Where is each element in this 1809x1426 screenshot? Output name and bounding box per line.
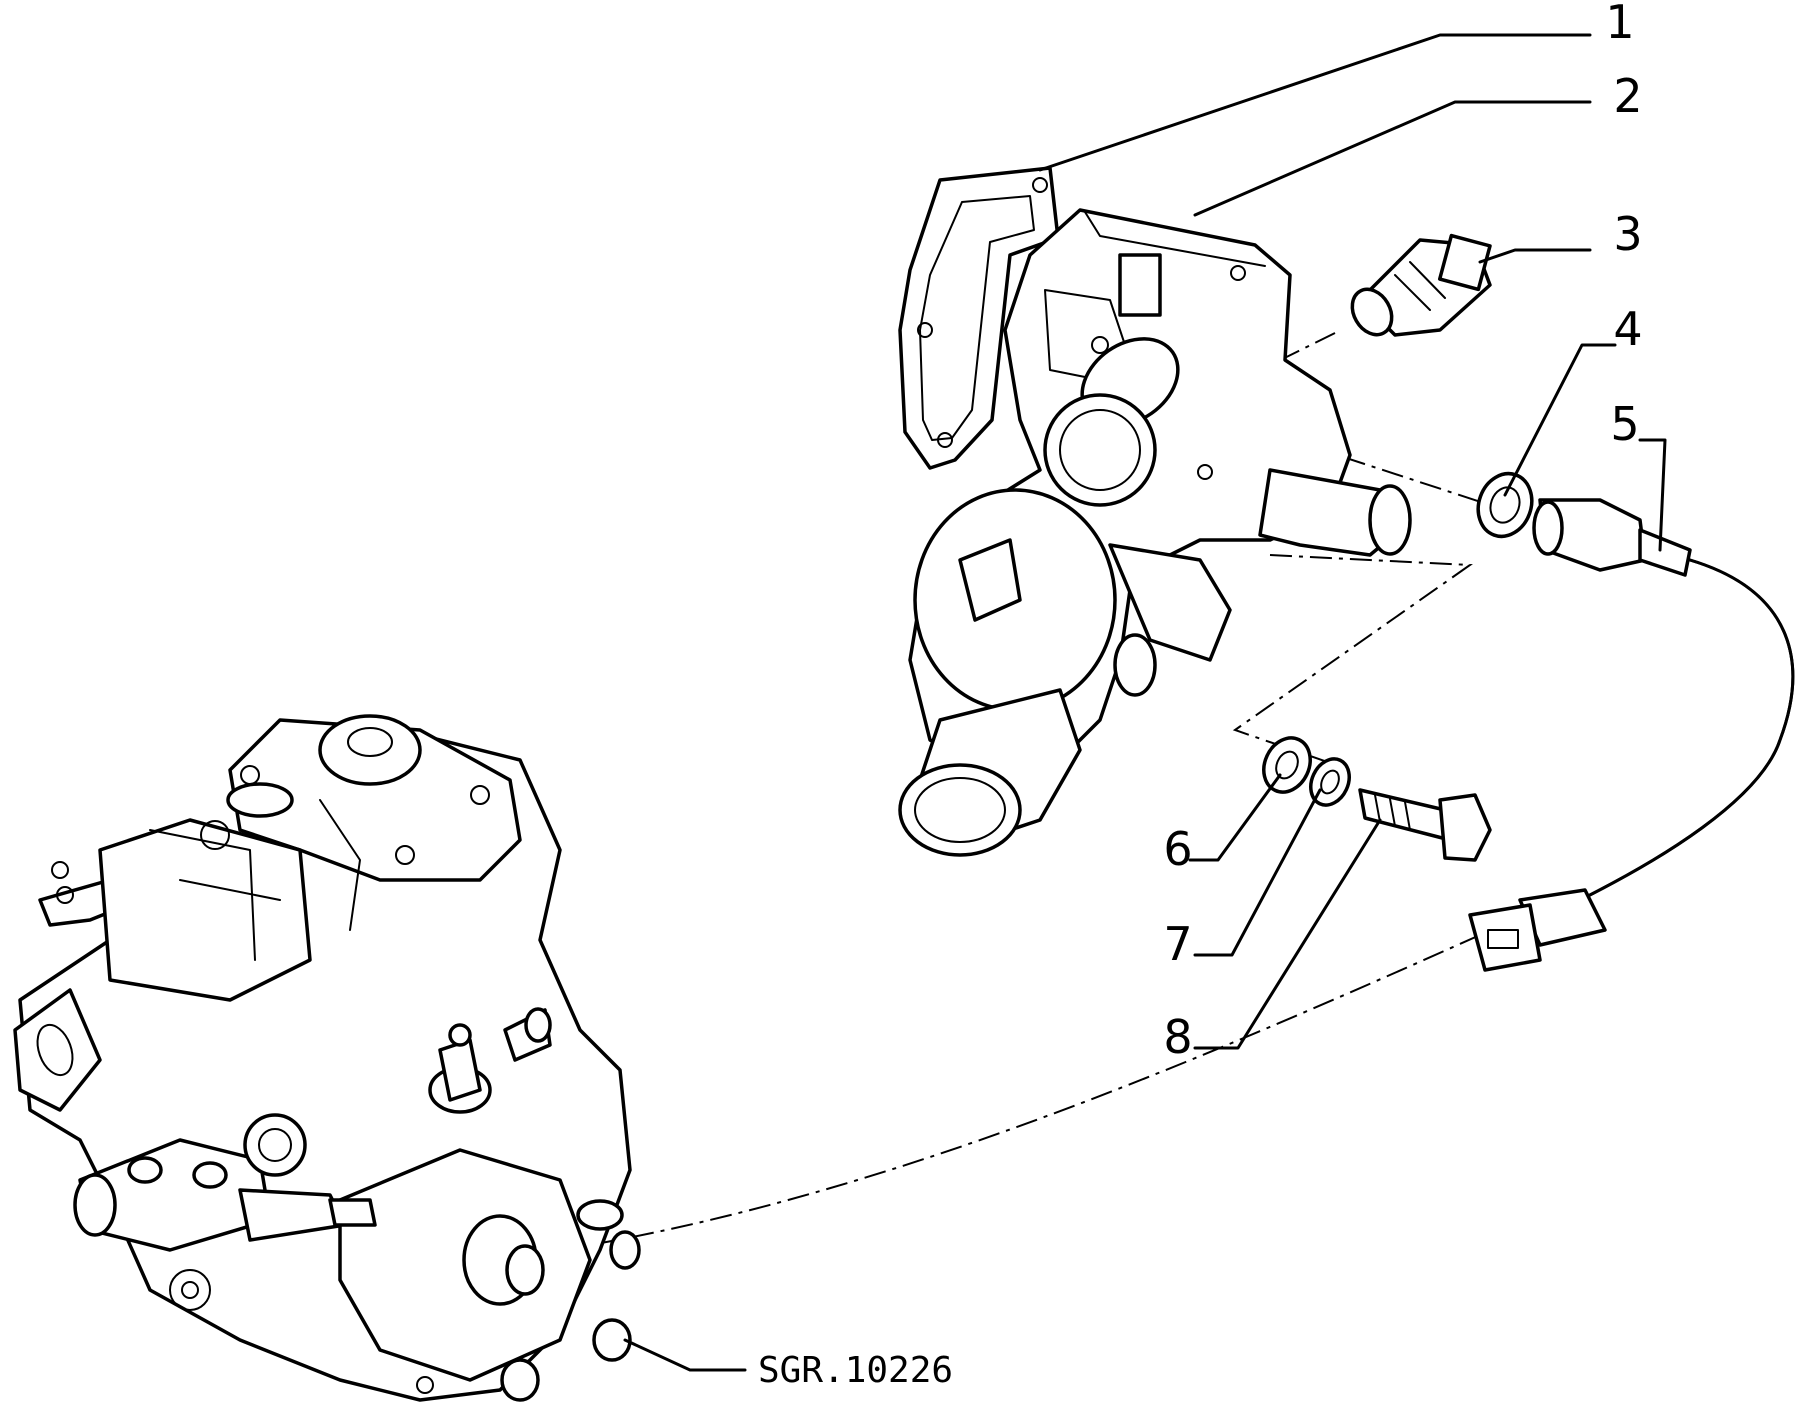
leader-5 (1638, 438, 1667, 552)
leader-6 (1188, 773, 1282, 862)
sensor-with-lead (1468, 498, 1795, 972)
callout-1: 1 (1605, 0, 1634, 49)
thermostat-housing (898, 208, 1412, 857)
leader-2 (1193, 100, 1592, 217)
callout-5: 5 (1610, 397, 1639, 451)
gasket (898, 166, 1060, 470)
callout-labels: 1 2 3 4 5 6 7 8 (1163, 0, 1642, 1064)
leader-8 (1193, 818, 1382, 1050)
leader-lines (623, 33, 1667, 1372)
temperature-sensor (1350, 233, 1492, 337)
injection-pump (13, 714, 641, 1402)
callout-4: 4 (1613, 302, 1642, 356)
leader-ref (623, 1338, 747, 1372)
drawing-reference: SGR.10226 (758, 1350, 953, 1391)
leader-3 (1478, 248, 1592, 264)
bolt (1358, 788, 1492, 862)
leader-1 (1038, 33, 1592, 172)
callout-8: 8 (1163, 1010, 1192, 1064)
washer-6 (1262, 736, 1312, 794)
callout-6: 6 (1163, 822, 1192, 876)
callout-3: 3 (1613, 207, 1642, 261)
washer-7 (1309, 757, 1351, 807)
callout-7: 7 (1163, 917, 1192, 971)
sealing-washer-4 (1476, 471, 1534, 539)
leader-7 (1193, 788, 1322, 957)
leader-4 (1503, 343, 1617, 497)
callout-2: 2 (1613, 69, 1642, 123)
